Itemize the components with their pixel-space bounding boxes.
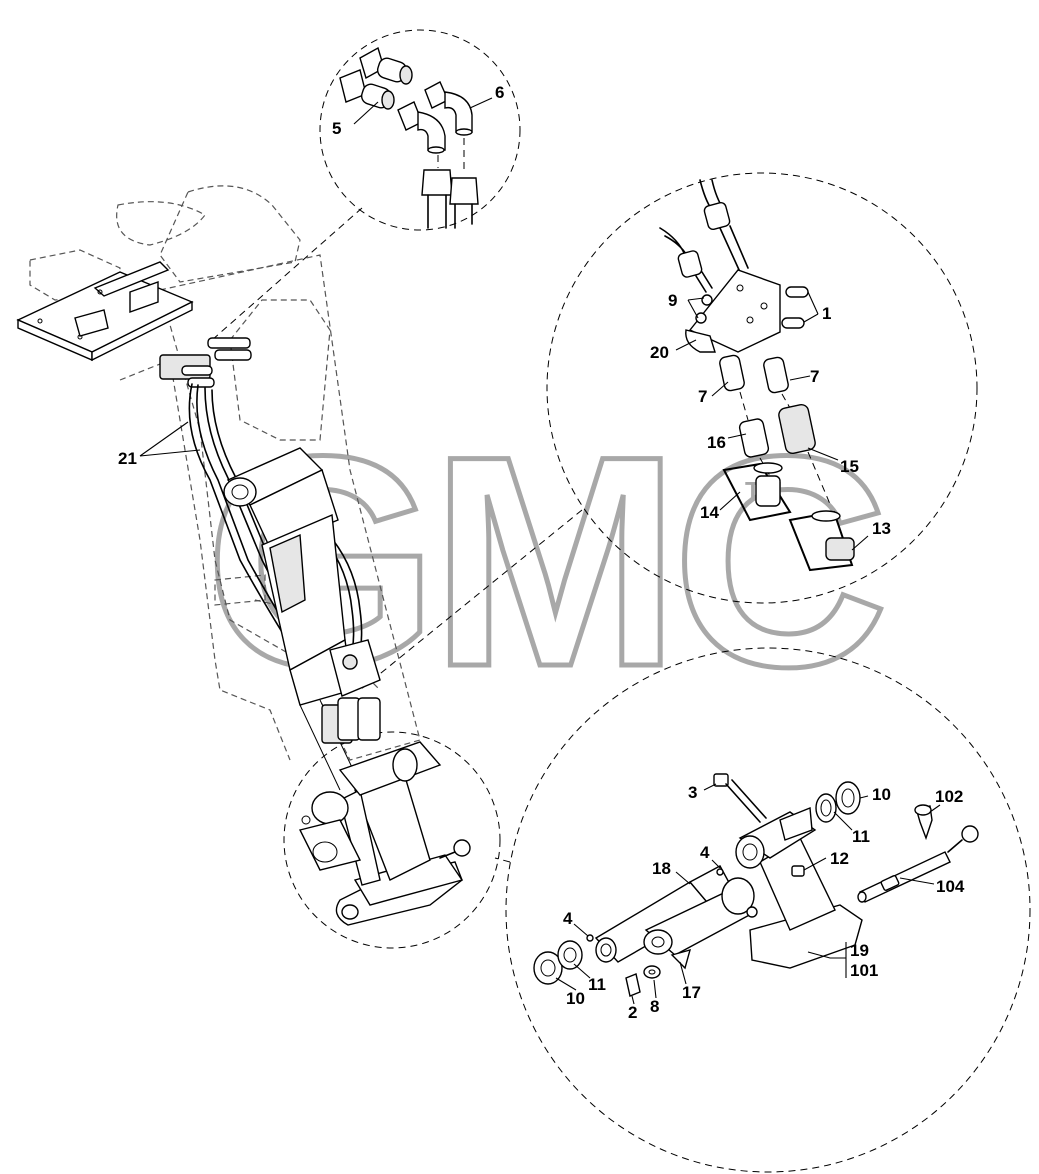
mounting-plate [16,261,194,362]
dust-plug-13 [788,510,855,572]
callout-21: 21 [118,449,137,468]
leader-lines [139,97,941,1005]
callout-17: 17 [682,983,701,1002]
hydraulic-cylinder [223,447,381,791]
bolt-3 [713,773,767,823]
callout-14: 14 [700,503,719,522]
callout-18: 18 [652,859,671,878]
fitting-5-lower [339,69,395,110]
callout-4-lower: 4 [563,909,573,928]
detail-couplers-right [659,179,855,572]
callout-19: 19 [850,941,869,960]
detail-circle-top [319,29,521,231]
connector-bottom [494,857,511,863]
fitting-6-upper [424,81,473,136]
callout-16: 16 [707,433,726,452]
callout-104: 104 [936,877,965,896]
dust-cap-14 [722,462,792,522]
callout-13: 13 [872,519,891,538]
callout-1: 1 [822,304,831,323]
boom-couplers [321,697,381,744]
detail-circle-bottom [505,647,1031,1173]
bolt-washer-2-8 [625,965,661,997]
callout-12: 12 [830,849,849,868]
callout-11-right: 11 [852,827,870,846]
callout-11-left: 11 [588,975,606,994]
pin-104 [857,825,979,903]
base-mount [298,741,471,926]
callout-6: 6 [495,83,504,102]
hose-ends-top [421,169,479,229]
callout-2: 2 [628,1003,637,1022]
manifold-fittings [159,337,252,388]
callout-7-right: 7 [810,367,819,386]
detail-circle-base [283,731,501,949]
callout-5: 5 [332,119,341,138]
callout-102: 102 [935,787,963,806]
callout-8: 8 [650,997,659,1016]
callout-101: 101 [850,961,878,980]
washers-10-11-left [533,934,594,985]
pivot-body-19 [735,807,863,969]
connector-top [211,207,363,341]
callout-3: 3 [688,783,697,802]
callout-15: 15 [840,457,859,476]
callout-9: 9 [668,291,677,310]
callout-10-right: 10 [872,785,891,804]
callout-7-left: 7 [698,387,707,406]
detail-circle-right [546,172,978,604]
callout-4-upper: 4 [700,843,710,862]
fitting-5-upper [359,46,413,85]
grease-fitting-102 [914,804,933,841]
callout-labels: 5 6 1 9 20 7 7 16 15 14 13 21 3 10 11 10… [118,83,965,1022]
washers-10-11-right [815,781,861,823]
callout-20: 20 [650,343,669,362]
callout-10-left: 10 [566,989,585,1008]
fitting-6-lower [397,101,446,154]
link-17 [643,877,758,970]
detail-pivot-bottom [533,773,979,997]
detail-fittings-top [339,46,479,229]
